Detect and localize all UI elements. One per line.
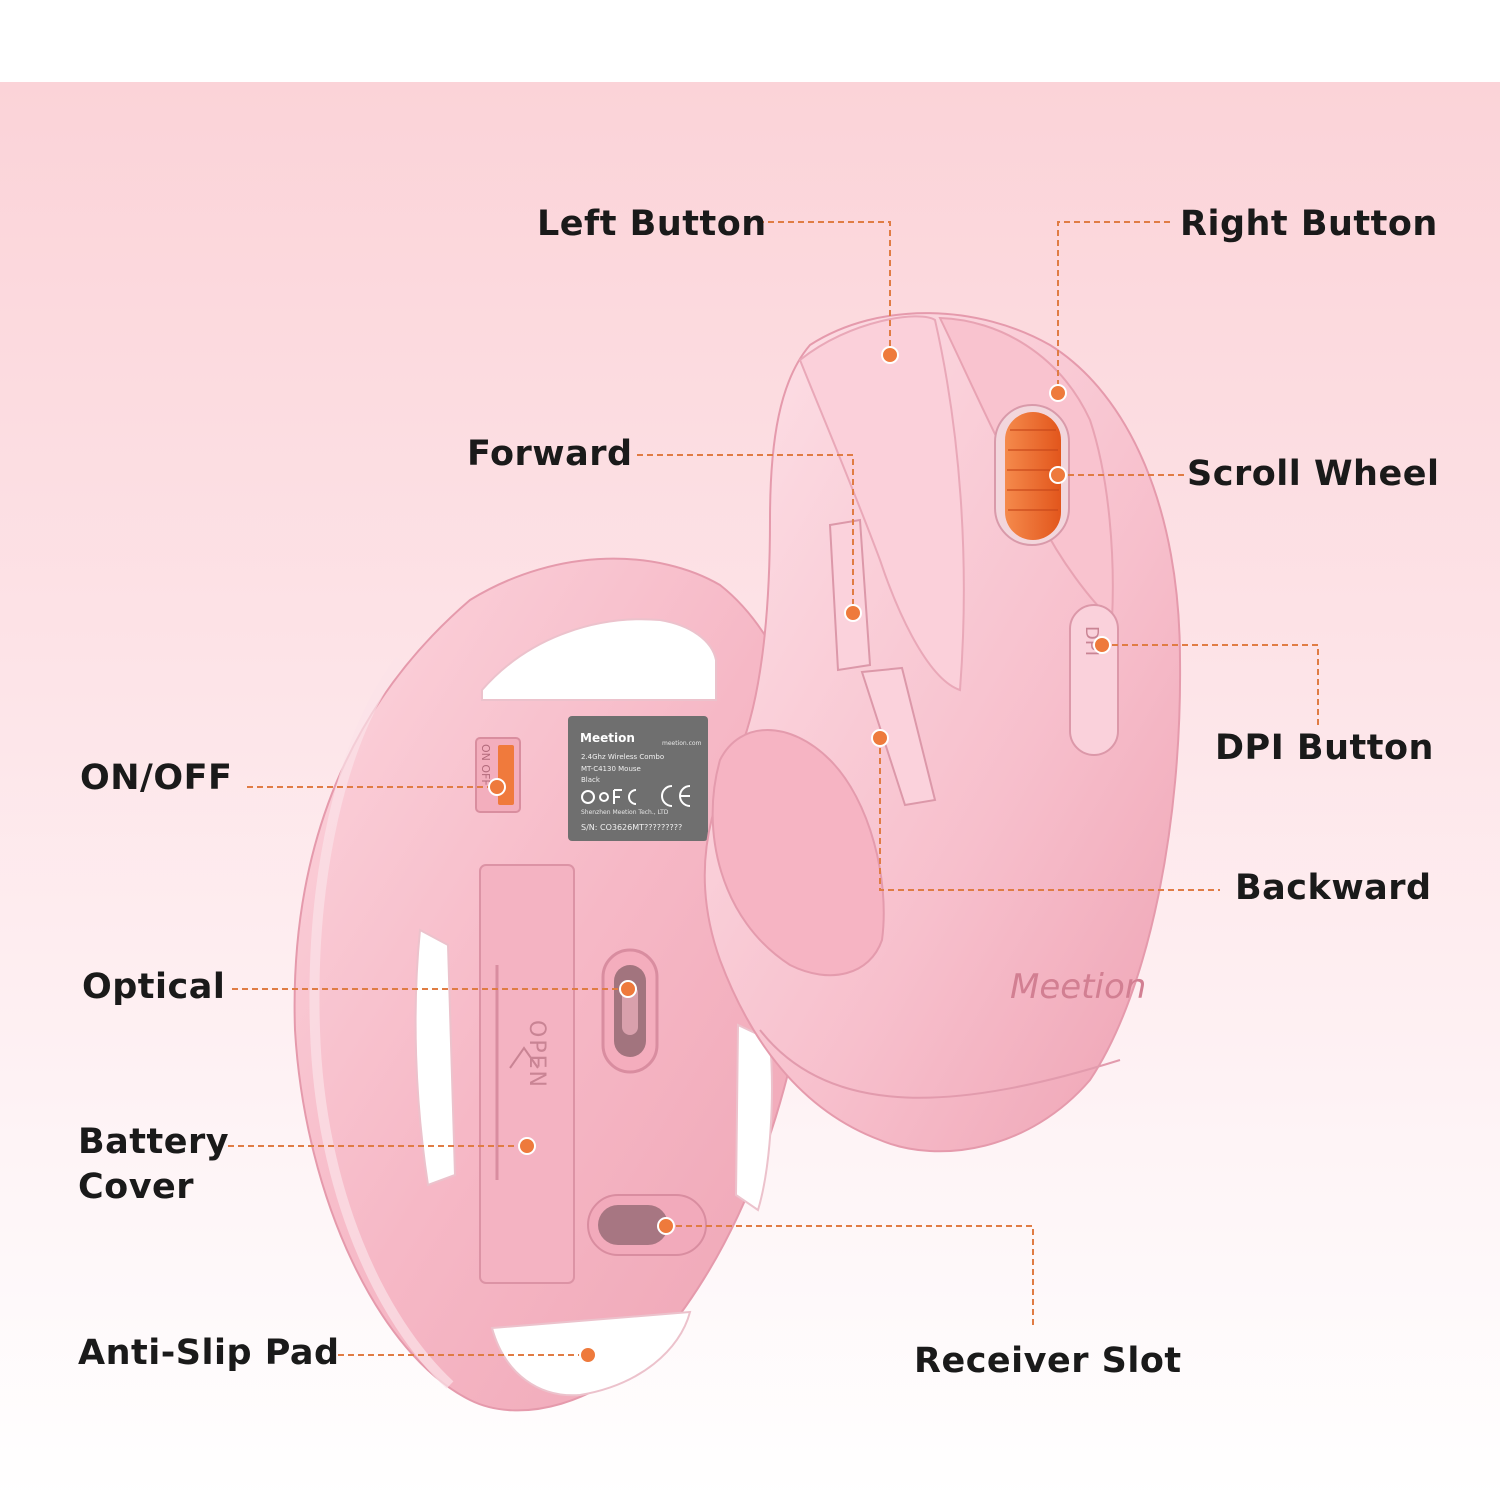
leader-dpi-button [1102,644,1319,728]
leader-receiver-slot [666,1225,1034,1328]
shell-seam [759,1029,1121,1099]
certification-icons [581,785,691,807]
label-backward: Backward [1235,868,1432,908]
label-battery-cover: Battery Cover [78,1120,229,1210]
leader-right-button [1057,221,1170,393]
label-optical: Optical [82,967,226,1007]
mouse-underside: ON OFF Meetion meetion.com 2.4Ghz Wirele… [293,557,820,1412]
sticker-line3: Black [581,776,601,784]
dot-left-button [881,346,899,364]
callout-dots [488,346,1111,1364]
label-receiver-slot: Receiver Slot [914,1341,1182,1381]
battery-open-text: OPEN [524,1020,549,1089]
dot-on-off [488,778,506,796]
callout-lines [228,221,1319,1356]
label-anti-slip-pad: Anti-Slip Pad [78,1333,340,1373]
leader-left-button [758,221,891,355]
forward-button[interactable] [828,518,872,672]
label-dpi-button: DPI Button [1215,728,1434,768]
power-switch[interactable] [498,745,514,805]
leader-backward [879,738,1220,891]
dot-optical [619,980,637,998]
right-side-pad [734,1023,773,1212]
label-sticker [568,716,708,841]
dot-right-button [1049,384,1067,402]
sticker-serial: S/N: CO3626MT????????? [581,823,682,832]
leader-forward [637,454,854,613]
label-right-button: Right Button [1180,204,1438,244]
sticker-line2: MT-C4130 Mouse [581,765,641,773]
left-side-pad [414,928,457,1187]
battery-cover[interactable] [479,864,575,1284]
thumb-rest [711,729,885,977]
label-scroll-wheel: Scroll Wheel [1187,454,1440,494]
dot-anti-slip-pad [579,1346,597,1364]
receiver-slot [598,1205,668,1245]
sticker-site: meetion.com [662,740,702,747]
dot-scroll-wheel [1049,466,1067,484]
power-switch-text: ON OFF [479,744,492,786]
dot-battery-cover [518,1137,536,1155]
label-battery-cover-line1: Battery [78,1122,230,1162]
dot-dpi-button [1093,636,1111,654]
sticker-brand: Meetion [580,731,635,745]
label-left-button: Left Button [537,204,767,244]
scroll-wheel[interactable] [1005,412,1061,540]
top-anti-slip-pad [481,618,717,701]
label-forward: Forward [467,434,633,474]
label-battery-cover-line2: Cover [78,1167,195,1207]
label-on-off: ON/OFF [80,758,233,798]
brand-logo: Meetion [1010,967,1146,1007]
scroll-wheel-ridges [1007,429,1059,511]
dot-backward [871,729,889,747]
backward-button[interactable] [860,666,937,807]
underside-rim [309,657,454,1389]
open-arrow-icon [509,1046,539,1069]
dot-receiver-slot [657,1217,675,1235]
sticker-maker: Shenzhen Meetion Tech., LTD [581,809,669,816]
mouse-top: DPI Meetion [703,312,1182,1153]
sticker-line1: 2.4Ghz Wireless Combo [581,753,664,761]
dot-forward [844,604,862,622]
